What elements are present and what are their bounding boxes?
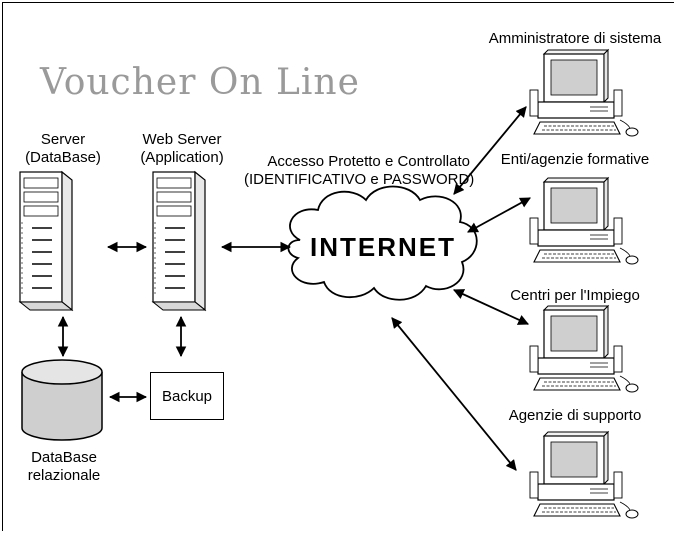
connector-internet-amministratore xyxy=(453,106,527,195)
access-caption: Accesso Protetto e Controllato (IDENTIFI… xyxy=(244,153,475,189)
pc-centri-icon xyxy=(529,305,639,393)
internet-cloud-icon xyxy=(287,185,478,301)
database-label-line2: relazionale xyxy=(27,467,101,484)
access-caption-line2: (IDENTIFICATIVO e PASSWORD) xyxy=(244,171,475,188)
client-label-agenzie: Agenzie di supporto xyxy=(508,407,642,424)
web-server-label-line1: Web Server xyxy=(142,131,222,148)
pc-amministratore-icon xyxy=(529,49,639,137)
db-server-icon xyxy=(19,171,73,311)
client-label-centri: Centri per l'Impiego xyxy=(510,287,640,304)
backup-label: Backup xyxy=(161,387,213,405)
web-server-icon xyxy=(152,171,206,311)
db-server-label-line1: Server xyxy=(40,131,86,148)
database-label-line1: DataBase xyxy=(31,449,97,466)
connector-internet-agenzie xyxy=(391,317,517,471)
client-label-enti: Enti/agenzie formative xyxy=(500,151,650,168)
database-label: DataBase relazionale xyxy=(16,449,112,485)
pc-enti-icon xyxy=(529,177,639,265)
access-caption-line1: Accesso Protetto e Controllato xyxy=(267,153,470,170)
database-cylinder-icon xyxy=(21,359,103,441)
logo-title: Voucher On Line xyxy=(40,62,360,103)
web-server-label: Web Server (Application) xyxy=(130,131,234,167)
internet-label: INTERNET xyxy=(310,232,456,262)
db-server-label: Server (DataBase) xyxy=(22,131,104,167)
web-server-label-line2: (Application) xyxy=(140,149,224,166)
connector-internet-enti xyxy=(467,197,531,233)
client-label-amministratore: Amministratore di sistema xyxy=(488,30,662,47)
backup-box: Backup xyxy=(150,372,224,420)
db-server-label-line2: (DataBase) xyxy=(25,149,101,166)
pc-agenzie-icon xyxy=(529,431,639,519)
